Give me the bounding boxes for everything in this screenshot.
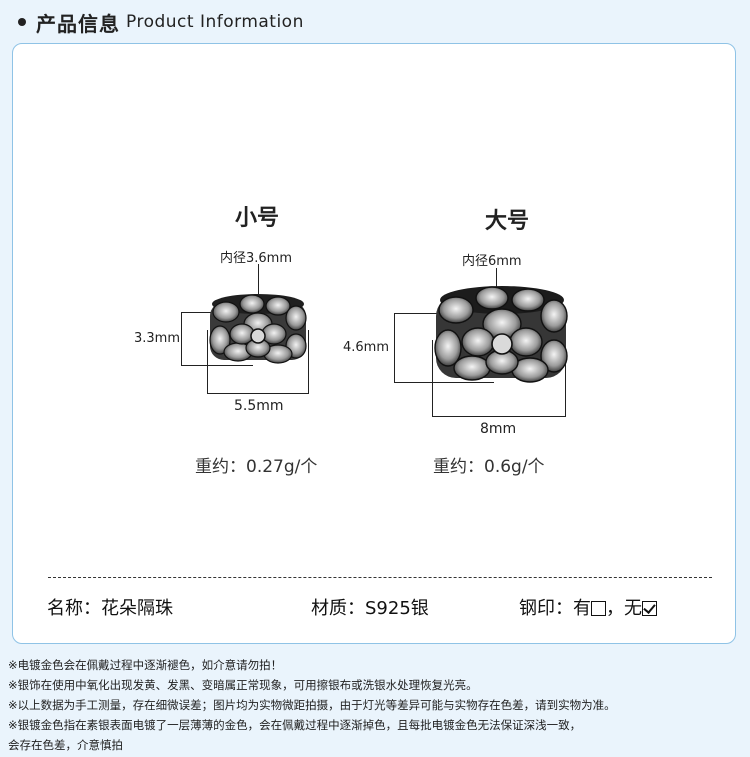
small-width-label: 5.5mm bbox=[234, 398, 284, 414]
large-width-bracket bbox=[432, 340, 566, 417]
small-inner-leader bbox=[258, 264, 259, 300]
note-item: 会存在色差，介意慎拍 bbox=[8, 738, 123, 752]
header-title-zh: 产品信息 bbox=[36, 11, 120, 36]
stamp-no-checkbox bbox=[642, 601, 657, 616]
bullet-icon bbox=[18, 18, 26, 26]
stamp-option: 钢印：有 ，无 bbox=[519, 594, 657, 620]
large-inner-diameter: 内径6mm bbox=[462, 254, 522, 269]
note-item: ※银镀金色指在素银表面电镀了一层薄薄的金色，会在佩戴过程中逐渐掉色，且每批电镀金… bbox=[8, 718, 582, 732]
product-material: 材质：S925银 bbox=[311, 598, 429, 619]
product-name: 名称：花朵隔珠 bbox=[47, 598, 173, 619]
section-header: 产品信息 Product Information bbox=[8, 4, 304, 40]
stamp-label: 钢印：有 bbox=[519, 598, 591, 619]
small-width-bracket bbox=[207, 330, 309, 394]
small-inner-diameter: 内径3.6mm bbox=[220, 251, 293, 266]
large-size-title: 大号 bbox=[485, 209, 530, 234]
note-item: ※银饰在使用中氧化出现发黄、发黑、变暗属正常现象，可用擦银布或洗银水处理恢复光亮… bbox=[8, 678, 478, 692]
note-item: ※以上数据为手工测量，存在细微误差；图片均为实物微距拍摄，由于灯光等差异可能与实… bbox=[8, 698, 616, 712]
notes-list: ※电镀金色会在佩戴过程中逐渐褪色，如介意请勿拍！ ※银饰在使用中氧化出现发黄、发… bbox=[8, 655, 743, 755]
dashed-divider bbox=[48, 577, 712, 578]
product-card bbox=[12, 43, 736, 644]
large-weight: 重约：0.6g/个 bbox=[433, 457, 545, 477]
small-size-title: 小号 bbox=[235, 206, 280, 231]
large-width-label: 8mm bbox=[480, 421, 517, 437]
small-bead-image bbox=[209, 294, 307, 364]
header-title-en: Product Information bbox=[126, 12, 304, 32]
large-bead-image bbox=[434, 286, 568, 383]
small-height-label: 3.3mm bbox=[134, 331, 181, 346]
stamp-yes-checkbox bbox=[591, 601, 606, 616]
note-item: ※电镀金色会在佩戴过程中逐渐褪色，如介意请勿拍！ bbox=[8, 658, 283, 672]
small-weight: 重约：0.27g/个 bbox=[195, 457, 318, 477]
large-height-label: 4.6mm bbox=[343, 340, 390, 355]
stamp-sep: ，无 bbox=[606, 598, 642, 619]
